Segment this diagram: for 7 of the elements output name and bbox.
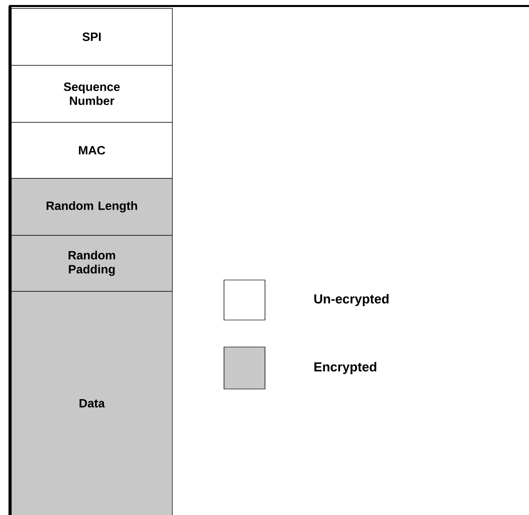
field-box: Sequence Number [11, 65, 173, 123]
field-box: Random Padding [11, 235, 173, 292]
field-box: Random Length [11, 178, 173, 236]
legend-label: Encrypted [314, 362, 376, 374]
legend-label: Un-ecrypted [314, 294, 389, 306]
field-box: MAC [11, 122, 173, 179]
field-box: SPI [11, 8, 173, 66]
